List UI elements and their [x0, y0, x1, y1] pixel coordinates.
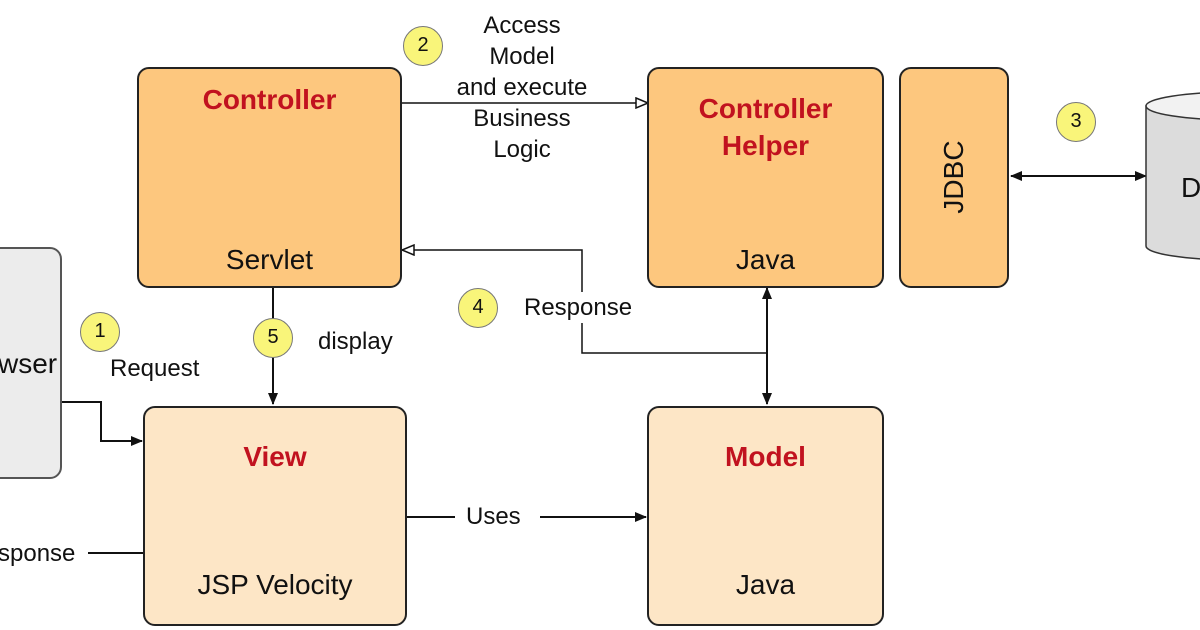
browser-label: wser	[0, 348, 58, 379]
view-subtitle: JSP Velocity	[197, 569, 353, 600]
access-model-label: Access Model and execute Business Logic	[456, 12, 588, 163]
step-badge-5: 5	[253, 318, 293, 358]
step-badge-1: 1	[80, 312, 120, 352]
response-label: Response	[522, 292, 635, 323]
model-box: Model Java	[647, 406, 884, 626]
uses-label: Uses	[466, 503, 521, 530]
controller-subtitle: Servlet	[225, 244, 314, 275]
controller-helper-title: Controller Helper	[698, 93, 833, 161]
edge-request	[62, 401, 143, 446]
database-label: D	[1181, 172, 1200, 203]
step-badge-3: 3	[1056, 102, 1096, 142]
step-badge-2: 2	[403, 26, 443, 66]
controller-helper-subtitle: Java	[735, 244, 796, 275]
view-title: View	[243, 441, 307, 472]
browser-box	[0, 247, 62, 479]
controller-helper-box: Controller Helper Java	[647, 67, 884, 288]
controller-title: Controller	[202, 84, 337, 115]
view-box: View JSP Velocity	[143, 406, 407, 626]
jdbc-box	[899, 67, 1009, 288]
response-to-browser-label: sponse	[0, 540, 76, 567]
model-title: Model	[725, 441, 806, 472]
jdbc-label: JDBC	[938, 140, 969, 214]
controller-box: Controller Servlet	[137, 67, 402, 288]
display-label: display	[318, 328, 393, 355]
model-subtitle: Java	[735, 569, 796, 600]
step-badge-4: 4	[458, 288, 498, 328]
request-label: Request	[110, 355, 200, 382]
database-cylinder	[1145, 92, 1200, 260]
